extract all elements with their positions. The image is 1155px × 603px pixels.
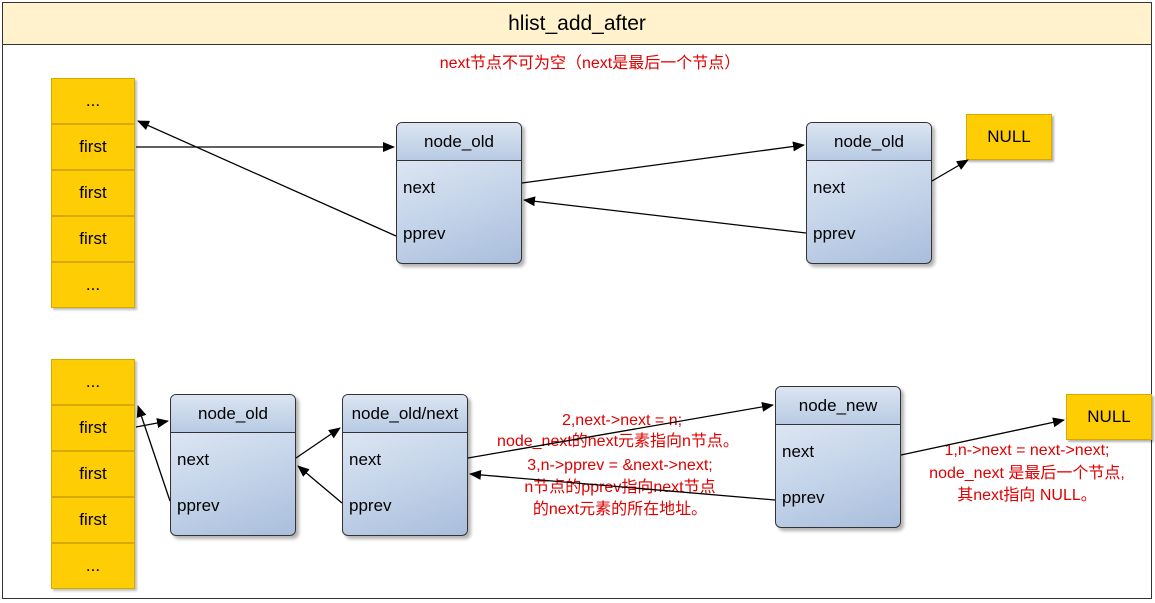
top-bucket-2: first [51, 170, 135, 216]
diagram-title: hlist_add_after [3, 3, 1151, 45]
node-pprev-field: pprev [177, 496, 220, 515]
node-pprev-field: pprev [813, 224, 856, 243]
bottom-bucket-2: first [51, 451, 135, 497]
top-bucket-3: first [51, 216, 135, 262]
top-note: next节点不可为空（next是最后一个节点） [439, 55, 741, 72]
node-pprev-field: pprev [403, 224, 446, 243]
node-title: node_old [397, 123, 521, 161]
bottom-node-old: node_old next pprev [170, 394, 296, 536]
node-next-field: next [177, 450, 210, 469]
node-pprev-field: pprev [782, 488, 825, 507]
bottom-bucket-3: first [51, 497, 135, 543]
note-step2-line2: node_next的next元素指向n节点。 [497, 433, 739, 450]
note-step3-line3: 的next元素的所在地址。 [532, 501, 708, 518]
note-step3-line1: 3,n->pprev = &next->next; [527, 457, 713, 474]
top-node-old-2: node_old next pprev [806, 122, 932, 264]
node-title: node_new [776, 387, 900, 425]
node-title: node_old [807, 123, 931, 161]
bottom-node-new: node_new next pprev [775, 386, 901, 528]
bottom-bucket-0: ... [51, 359, 135, 405]
top-bucket-4: ... [51, 262, 135, 308]
note-step3-line2: n节点的pprev指向next节点 [524, 479, 716, 496]
node-next-field: next [782, 442, 815, 461]
top-bucket-0: ... [51, 78, 135, 124]
note-step2-line1: 2,next->next = n; [561, 412, 683, 429]
top-bucket-1: first [51, 124, 135, 170]
bottom-bucket-4: ... [51, 543, 135, 589]
bottom-bucket-1: first [51, 405, 135, 451]
note-step1-line3: 其next指向 NULL。 [957, 487, 1097, 504]
note-step1-line1: 1,n->next = next->next; [944, 442, 1110, 459]
node-title: node_old/next [343, 395, 467, 433]
top-null-box: NULL [966, 114, 1052, 160]
bottom-node-old-next: node_old/next next pprev [342, 394, 468, 536]
node-next-field: next [349, 450, 382, 469]
top-node-old-1: node_old next pprev [396, 122, 522, 264]
bottom-null-box: NULL [1066, 394, 1152, 440]
node-next-field: next [813, 178, 846, 197]
node-next-field: next [403, 178, 436, 197]
node-title: node_old [171, 395, 295, 433]
node-pprev-field: pprev [349, 496, 392, 515]
note-step1-line2: node_next 是最后一个节点, [929, 465, 1125, 482]
